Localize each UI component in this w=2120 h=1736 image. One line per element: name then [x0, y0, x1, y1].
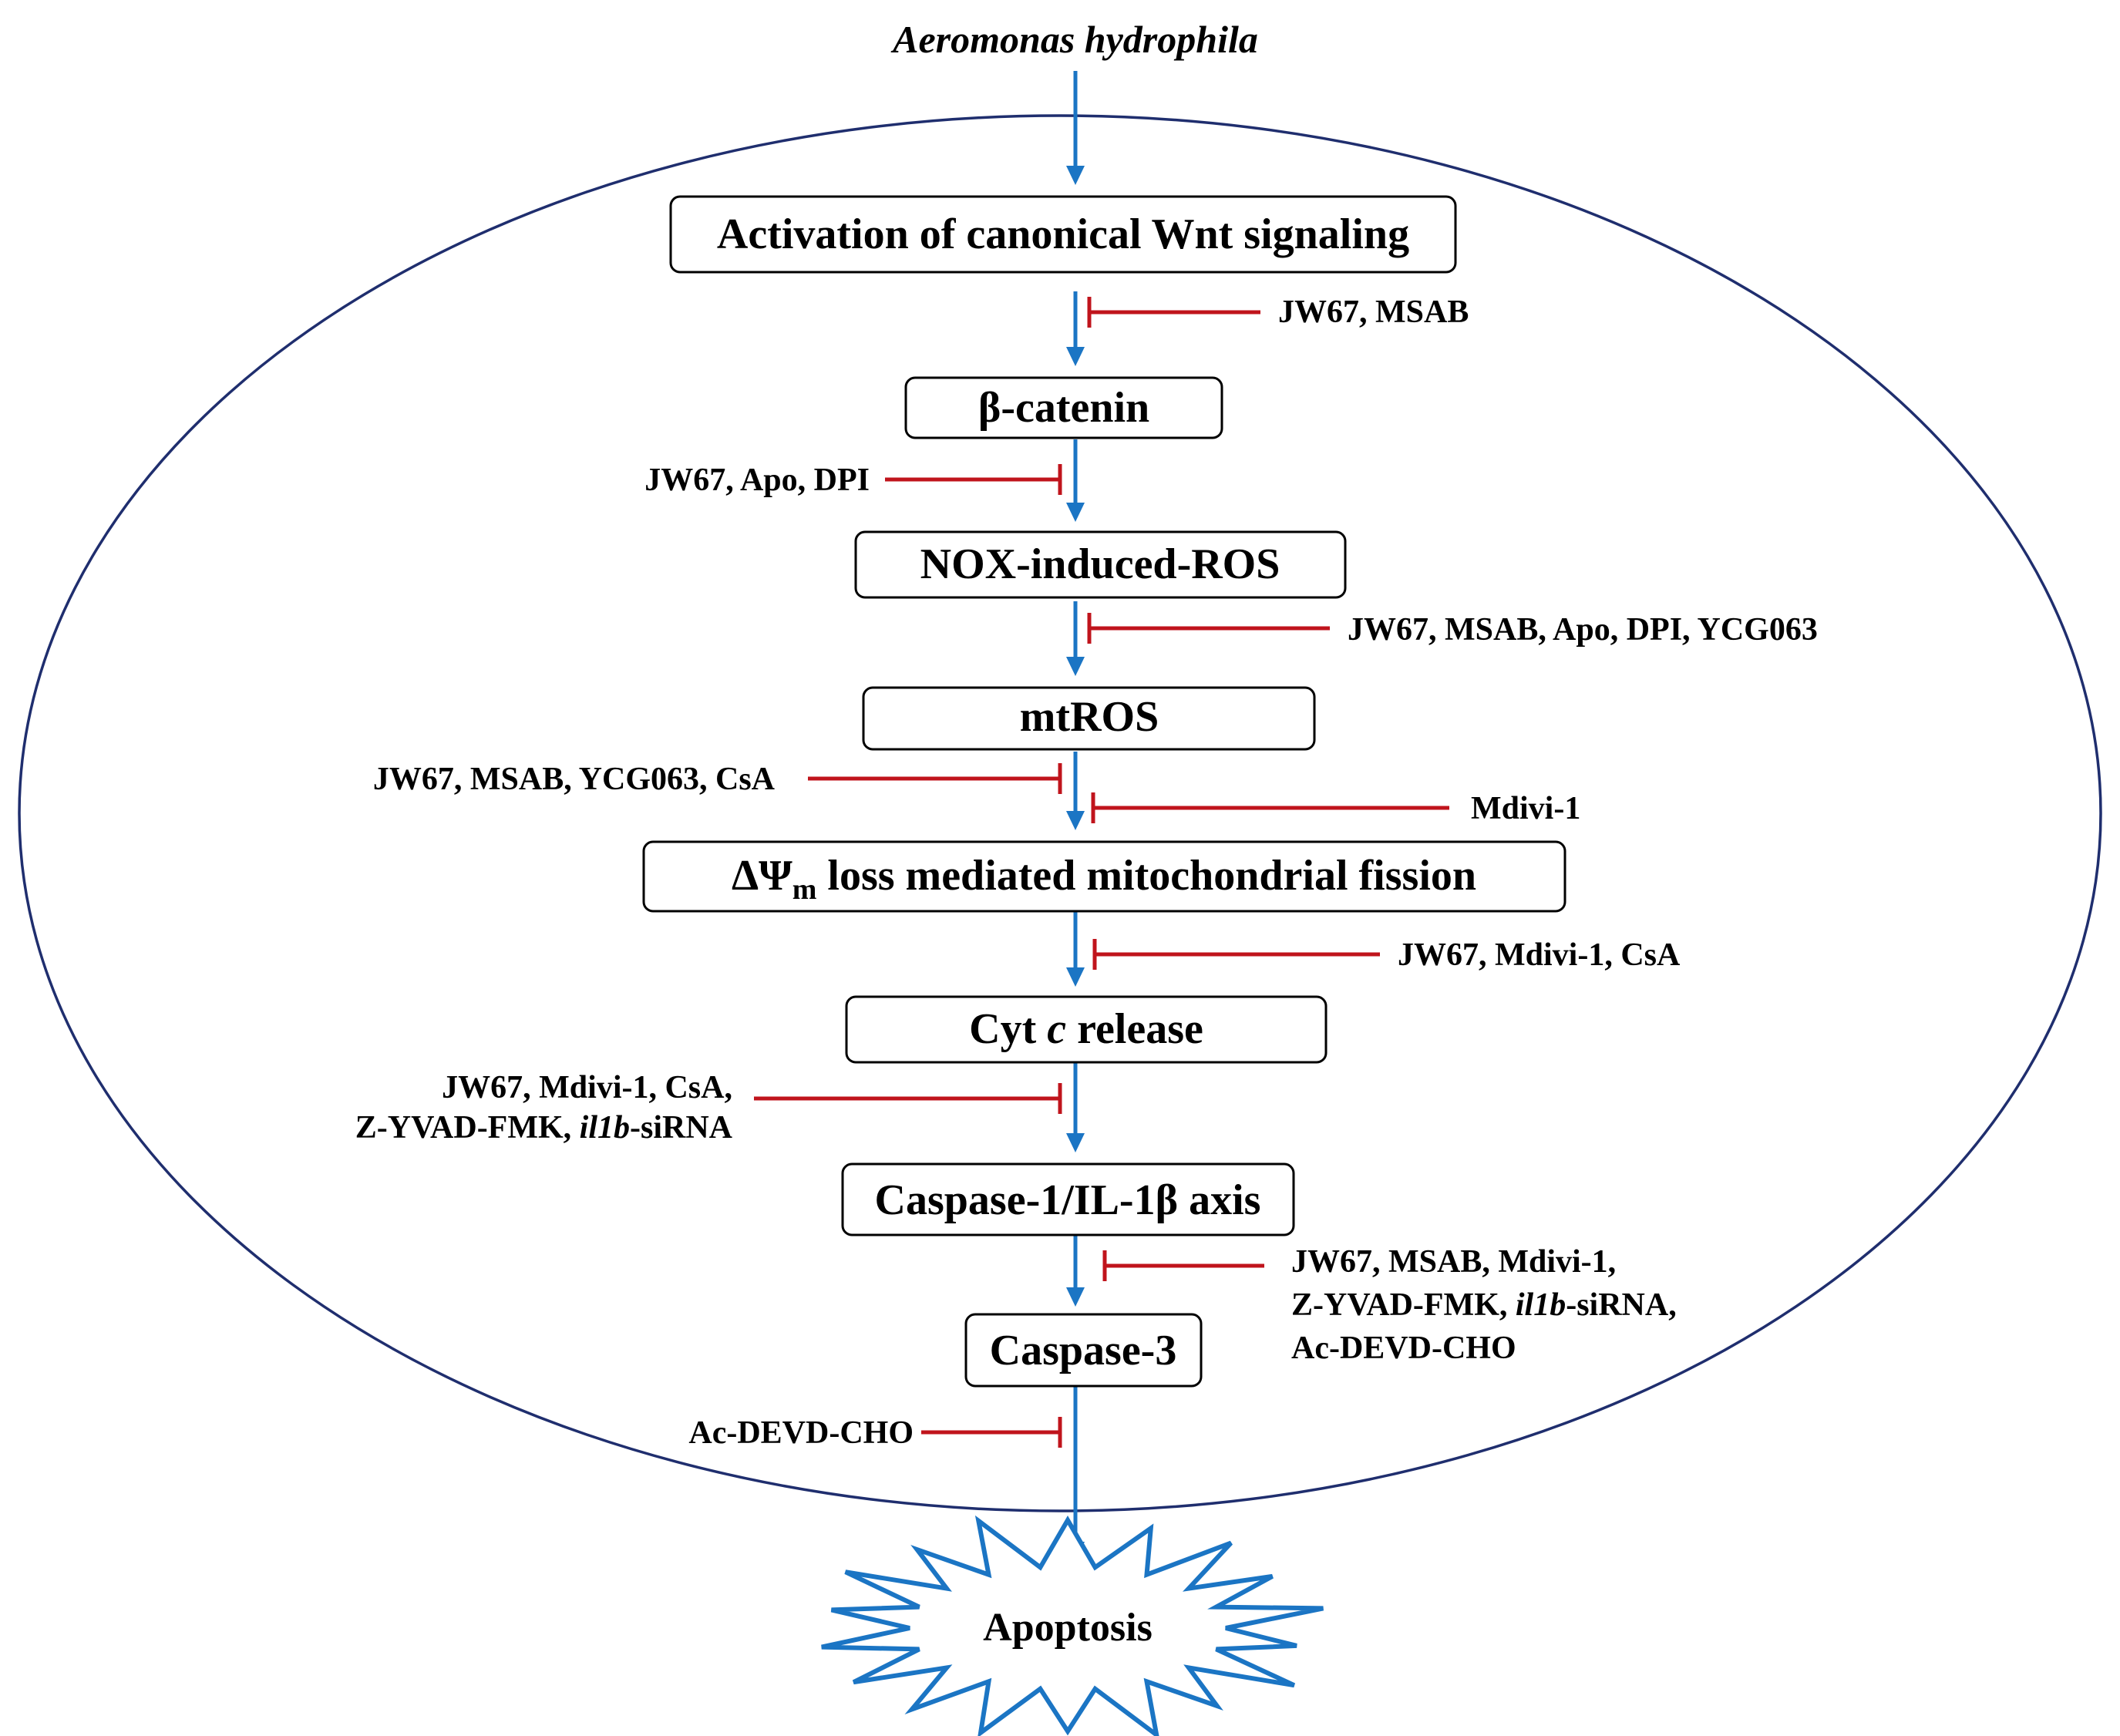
inhibitor-label-i7-line-1: JW67, Mdivi-1, CsA,	[442, 1070, 732, 1105]
inhibition-line-8	[1102, 1250, 1264, 1281]
arrow-pathogen-to-wnt	[1066, 71, 1085, 185]
arrow-mtros-to-fission	[1066, 752, 1085, 830]
text-run: Z-YVAD-FMK,	[355, 1110, 580, 1146]
text-run: JW67, MSAB, Mdivi-1,	[1291, 1244, 1616, 1280]
step-label-casp3: Caspase-3	[990, 1327, 1177, 1374]
box-mtros	[862, 686, 1316, 751]
text-run: mtROS	[1020, 693, 1159, 741]
cell-boundary	[18, 114, 2102, 1512]
text-run: Z-YVAD-FMK,	[1291, 1287, 1516, 1323]
text-run: JW67, Mdivi-1, CsA	[1398, 937, 1681, 973]
inhibitor-label-i9-line-1: Ac-DEVD-CHO	[688, 1415, 914, 1451]
text-run: β-catenin	[978, 384, 1149, 432]
box-cytc-release	[845, 995, 1328, 1064]
box-caspase1-axis	[841, 1162, 1295, 1236]
text-run: JW67, Mdivi-1, CsA,	[442, 1070, 732, 1105]
inhibitor-label-i4-line-1: JW67, MSAB, YCG063, CsA	[373, 762, 776, 797]
inhibitor-label-i8-line-2: Z-YVAD-FMK, il1b-siRNA,	[1291, 1287, 1677, 1323]
inhibitor-label-i8-line-3: Ac-DEVD-CHO	[1291, 1331, 1516, 1366]
inhibitor-label-i8-line-1: JW67, MSAB, Mdivi-1,	[1291, 1244, 1616, 1280]
inhibitor-label-i3-line-1: JW67, MSAB, Apo, DPI, YCG063	[1348, 612, 1818, 648]
inhibitor-label-i5-line-1: Mdivi-1	[1471, 791, 1580, 826]
text-run: JW67, MSAB	[1278, 294, 1469, 330]
box-caspase3	[964, 1313, 1203, 1388]
apoptosis-starburst	[821, 1515, 1324, 1736]
inhibitor-label-i2-line-1: JW67, Apo, DPI	[644, 463, 870, 498]
text-run: Ac-DEVD-CHO	[1291, 1331, 1516, 1366]
inhibition-line-7	[754, 1083, 1062, 1114]
inhibitor-label-i6-line-1: JW67, Mdivi-1, CsA	[1398, 937, 1681, 973]
text-run: -siRNA	[630, 1110, 733, 1146]
box-wnt-activation	[669, 195, 1457, 274]
text-run: release	[1066, 1005, 1203, 1053]
text-run: il1b	[580, 1110, 630, 1146]
text-run: -siRNA,	[1566, 1287, 1677, 1323]
text-run: Cyt	[969, 1005, 1047, 1053]
arrow-caspase1-to-caspase3	[1066, 1235, 1085, 1307]
text-run: il1b	[1516, 1287, 1566, 1323]
inhibition-line-3	[1087, 613, 1330, 644]
arrow-wnt-to-bcatenin	[1066, 291, 1085, 366]
pathogen-label: Aeromonas hydrophila	[890, 18, 1258, 61]
text-run: ΔΨ	[732, 852, 792, 900]
text-run: m	[792, 873, 817, 906]
step-label-cytc: Cyt c release	[969, 1005, 1203, 1053]
step-labels: Activation of canonical Wnt signaling β-c…	[717, 210, 1476, 1374]
text-run: Caspase-3	[990, 1327, 1177, 1374]
box-mito-fission	[642, 840, 1566, 913]
arrow-nox-to-mtros	[1066, 601, 1085, 676]
inhibition-line-5	[1091, 792, 1449, 823]
text-run: loss mediated mitochondrial fission	[816, 852, 1476, 900]
inhibition-line-6	[1092, 939, 1380, 970]
inhibition-line-1	[1087, 297, 1260, 328]
arrow-bcatenin-to-nox	[1066, 439, 1085, 522]
step-label-bcat: β-catenin	[978, 384, 1149, 432]
text-run: NOX-induced-ROS	[920, 540, 1280, 588]
step-label-wnt: Activation of canonical Wnt signaling	[717, 210, 1409, 258]
text-run: c	[1047, 1005, 1066, 1053]
step-label-fission: ΔΨm loss mediated mitochondrial fission	[732, 852, 1476, 906]
text-run: Ac-DEVD-CHO	[688, 1415, 914, 1451]
inhibition-line-4	[808, 763, 1062, 794]
inhibitor-labels: JW67, MSAB JW67, Apo, DPI JW67, MSAB, Apo,…	[355, 294, 1818, 1451]
step-label-mtros: mtROS	[1020, 693, 1159, 741]
inhibition-line-9	[921, 1417, 1062, 1448]
arrow-fission-to-cytc	[1066, 910, 1085, 987]
apoptosis-label: Apoptosis	[983, 1606, 1153, 1650]
box-nox-ros	[854, 530, 1347, 599]
text-run: JW67, MSAB, Apo, DPI, YCG063	[1348, 612, 1818, 648]
text-run: JW67, Apo, DPI	[644, 463, 870, 498]
inhibitor-label-i1-line-1: JW67, MSAB	[1278, 294, 1469, 330]
step-label-nox: NOX-induced-ROS	[920, 540, 1280, 588]
arrow-cytc-to-caspase1	[1066, 1062, 1085, 1152]
step-label-casp1: Caspase-1/IL-1β axis	[875, 1176, 1261, 1224]
inhibition-line-2	[885, 464, 1062, 495]
box-beta-catenin	[904, 376, 1223, 439]
text-run: Mdivi-1	[1471, 791, 1580, 826]
inhibition-lines	[754, 297, 1449, 1448]
step-boxes	[642, 195, 1566, 1388]
text-run: JW67, MSAB, YCG063, CsA	[373, 762, 776, 797]
text-run: Caspase-1/IL-1β axis	[875, 1176, 1261, 1224]
inhibitor-label-i7-line-2: Z-YVAD-FMK, il1b-siRNA	[355, 1110, 733, 1146]
text-run: Activation of canonical Wnt signaling	[717, 210, 1409, 258]
